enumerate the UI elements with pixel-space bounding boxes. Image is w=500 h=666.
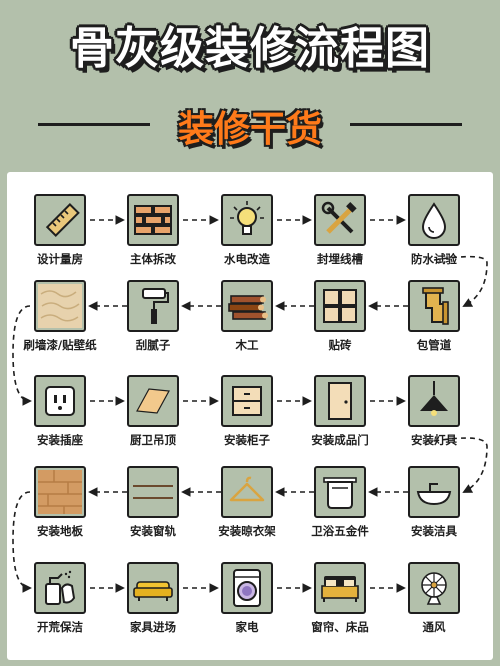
flow-step: 安装窗轨 bbox=[108, 466, 198, 542]
flow-step-label: 安装窗轨 bbox=[130, 524, 176, 538]
flow-step: 包管道 bbox=[389, 280, 479, 356]
flow-step-label: 封埋线槽 bbox=[317, 252, 363, 266]
flow-step: 厨卫吊顶 bbox=[108, 375, 198, 451]
ruler-icon bbox=[34, 194, 86, 246]
flow-step-label: 卫浴五金件 bbox=[311, 524, 369, 538]
flow-step-label: 厨卫吊顶 bbox=[130, 433, 176, 447]
cabinet-icon bbox=[221, 375, 273, 427]
flow-step: 安装洁具 bbox=[389, 466, 479, 542]
flow-step-label: 安装晾衣架 bbox=[218, 524, 276, 538]
flow-step-label: 安装插座 bbox=[37, 433, 83, 447]
flow-step: 贴砖 bbox=[295, 280, 385, 356]
flow-step-label: 木工 bbox=[235, 338, 259, 352]
fan-icon bbox=[408, 562, 460, 614]
flow-step: 安装柜子 bbox=[202, 375, 292, 451]
ceiling-panel-icon bbox=[127, 375, 179, 427]
flow-panel: 设计量房 主体拆改 水电改造 封埋线槽 防水试验包管道 贴砖 木工 刮腻子 刷墙漆/贴壁纸安装插… bbox=[7, 172, 493, 660]
flow-step-label: 刮腻子 bbox=[135, 338, 171, 352]
flow-step-label: 安装地板 bbox=[37, 524, 83, 538]
flow-step-label: 贴砖 bbox=[328, 338, 352, 352]
flow-step: 窗帘、床品 bbox=[295, 562, 385, 638]
tools-icon bbox=[314, 194, 366, 246]
flow-step: 设计量房 bbox=[15, 194, 105, 270]
flow-step: 刷墙漆/贴壁纸 bbox=[15, 280, 105, 356]
flow-step-label: 通风 bbox=[422, 620, 446, 634]
flow-step: 家具进场 bbox=[108, 562, 198, 638]
flow-step-label: 安装洁具 bbox=[411, 524, 457, 538]
flow-step: 防水试验 bbox=[389, 194, 479, 270]
subtitle-divider-left bbox=[38, 123, 150, 126]
flow-step-label: 主体拆改 bbox=[130, 252, 176, 266]
flow-step: 刮腻子 bbox=[108, 280, 198, 356]
flow-step: 通风 bbox=[389, 562, 479, 638]
flow-step: 开荒保洁 bbox=[15, 562, 105, 638]
wood-planks-icon bbox=[221, 280, 273, 332]
flow-connectors bbox=[12, 215, 488, 593]
flow-arrow-turn bbox=[12, 305, 32, 406]
wall-texture-icon bbox=[34, 280, 86, 332]
flow-step-label: 安装成品门 bbox=[311, 433, 369, 447]
towel-rack-icon bbox=[314, 466, 366, 518]
flow-step-label: 开荒保洁 bbox=[37, 620, 83, 634]
tiles-icon bbox=[314, 280, 366, 332]
wood-floor-icon bbox=[34, 466, 86, 518]
flow-arrow-turn bbox=[433, 255, 488, 307]
flow-step: 安装晾衣架 bbox=[202, 466, 292, 542]
pipe-icon bbox=[408, 280, 460, 332]
flow-step: 水电改造 bbox=[202, 194, 292, 270]
flow-step: 封埋线槽 bbox=[295, 194, 385, 270]
wash-basin-icon bbox=[408, 466, 460, 518]
light-bulb-icon bbox=[221, 194, 273, 246]
flow-step-label: 水电改造 bbox=[224, 252, 270, 266]
page-title: 骨灰级装修流程图 bbox=[70, 23, 430, 74]
paint-roller-icon bbox=[127, 280, 179, 332]
pendant-lamp-icon bbox=[408, 375, 460, 427]
flow-step-label: 窗帘、床品 bbox=[311, 620, 369, 634]
socket-icon bbox=[34, 375, 86, 427]
sofa-icon bbox=[127, 562, 179, 614]
flow-step: 木工 bbox=[202, 280, 292, 356]
curtain-rail-icon bbox=[127, 466, 179, 518]
flow-arrow-turn bbox=[12, 491, 32, 593]
subtitle-divider-right bbox=[350, 123, 462, 126]
subtitle-row: 装修干货 bbox=[0, 98, 500, 150]
flow-step-label: 防水试验 bbox=[411, 252, 457, 266]
bed-icon bbox=[314, 562, 366, 614]
flow-step-label: 家具进场 bbox=[130, 620, 176, 634]
flow-step-label: 刷墙漆/贴壁纸 bbox=[23, 338, 97, 352]
flow-step: 安装插座 bbox=[15, 375, 105, 451]
water-drop-icon bbox=[408, 194, 460, 246]
door-icon bbox=[314, 375, 366, 427]
flow-arrow-turn bbox=[433, 437, 488, 493]
flow-step: 安装灯具 bbox=[389, 375, 479, 451]
hanger-icon bbox=[221, 466, 273, 518]
flow-step-label: 包管道 bbox=[416, 338, 452, 352]
flow-step: 卫浴五金件 bbox=[295, 466, 385, 542]
flow-step-label: 安装灯具 bbox=[411, 433, 457, 447]
page-subtitle: 装修干货 bbox=[177, 109, 322, 150]
flow-step-label: 设计量房 bbox=[37, 252, 83, 266]
flow-step: 安装成品门 bbox=[295, 375, 385, 451]
flow-step-label: 安装柜子 bbox=[224, 433, 270, 447]
washing-machine-icon bbox=[221, 562, 273, 614]
brick-wall-icon bbox=[127, 194, 179, 246]
flow-step: 安装地板 bbox=[15, 466, 105, 542]
flow-step: 主体拆改 bbox=[108, 194, 198, 270]
flow-step-label: 家电 bbox=[235, 620, 259, 634]
cleaning-spray-icon bbox=[34, 562, 86, 614]
flow-step: 家电 bbox=[202, 562, 292, 638]
